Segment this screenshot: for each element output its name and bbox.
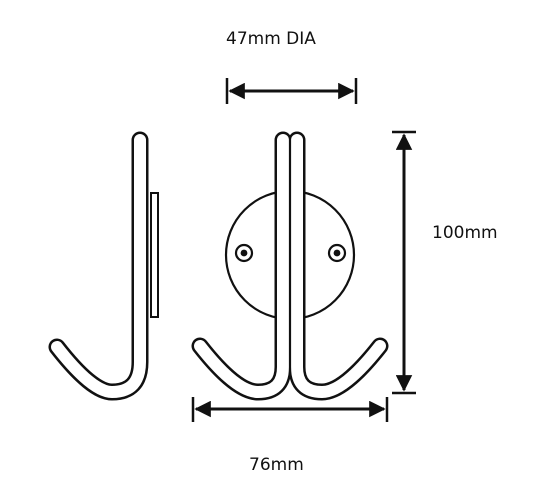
side-view-hook-fill (51, 134, 146, 398)
width-dimension (191, 397, 389, 422)
front-view-double-hook (191, 131, 389, 401)
left-hook-arm-fill (194, 134, 289, 398)
screw-hole-left (234, 243, 254, 263)
diameter-label: 47mm DIA (226, 29, 316, 49)
screw-hole-right (327, 243, 347, 263)
height-dimension (392, 130, 416, 395)
right-hook-arm-fill (291, 134, 386, 398)
width-label: 76mm (249, 455, 304, 475)
diameter-dimension (225, 78, 358, 104)
height-label: 100mm (432, 223, 498, 243)
side-view-back-plate (150, 192, 159, 318)
side-view-hook (48, 131, 159, 401)
